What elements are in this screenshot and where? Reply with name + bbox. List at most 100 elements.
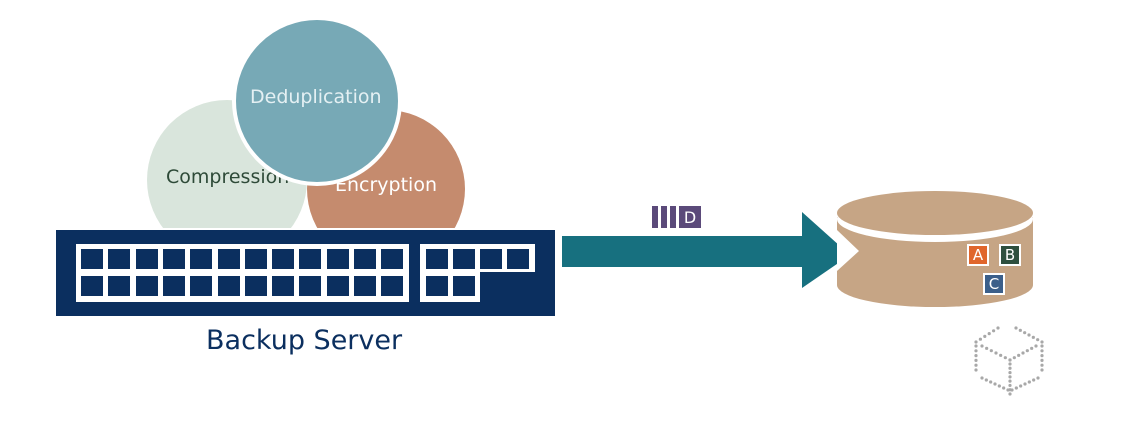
uplink-notch: [480, 272, 535, 302]
server-port: [190, 249, 213, 269]
server-port: [299, 249, 322, 269]
server-port: [381, 276, 404, 296]
cube-dot: [994, 351, 998, 355]
cube-dot: [974, 344, 978, 348]
cube-dot: [1032, 378, 1036, 382]
cube-dot: [1027, 333, 1031, 337]
storage-block-a: A: [967, 244, 989, 266]
uplink-port: [507, 249, 529, 269]
cube-dot: [992, 329, 996, 333]
cube-dot: [1036, 376, 1040, 380]
cube-dot: [1008, 358, 1012, 362]
cube-dot: [1023, 331, 1027, 335]
server-port: [272, 249, 295, 269]
cube-dot: [1040, 363, 1044, 367]
cube-dot: [974, 340, 978, 344]
server-port: [162, 276, 185, 296]
cube-dot: [1036, 338, 1040, 342]
cube-dot: [1014, 386, 1018, 390]
server-port: [326, 249, 349, 269]
cube-dot: [974, 358, 978, 362]
cube-dot: [1012, 356, 1016, 360]
cube-dot: [1040, 358, 1044, 362]
cube-dot: [999, 353, 1003, 357]
cube-dot: [978, 337, 982, 341]
server-port: [354, 249, 376, 269]
backup-server-label: Backup Server: [206, 325, 403, 356]
cube-dot: [1040, 349, 1044, 353]
server-port: [81, 276, 103, 296]
server-port: [108, 249, 131, 269]
cube-dot: [1040, 340, 1044, 344]
cube-dot: [993, 382, 997, 386]
cube-dot: [980, 344, 984, 348]
server-port: [381, 249, 404, 269]
cube-dot: [1014, 326, 1018, 330]
packet-bar: [670, 206, 676, 228]
server-port: [299, 276, 322, 296]
compression-label: Compression: [166, 166, 290, 188]
uplink-port: [480, 249, 502, 269]
backup-server-icon: [56, 230, 555, 316]
cube-dot: [996, 326, 1000, 330]
deduplication-circle: Deduplication: [232, 16, 402, 186]
cube-dot: [1008, 375, 1012, 379]
encryption-label: Encryption: [335, 174, 438, 196]
cube-dot: [1008, 379, 1012, 383]
server-port: [135, 249, 158, 269]
cube-dot: [1027, 380, 1031, 384]
uplink-port: [453, 249, 475, 269]
cube-dot: [974, 349, 978, 353]
cube-dot: [1021, 351, 1025, 355]
uplink-port: [426, 276, 448, 296]
cube-dot: [989, 380, 993, 384]
cube-dot: [1008, 366, 1012, 370]
disk-top: [837, 191, 1033, 235]
transfer-arrow-icon: [562, 212, 850, 288]
cube-dot: [1006, 388, 1010, 392]
cube-dot: [1025, 349, 1029, 353]
server-port: [272, 276, 295, 296]
cube-dot: [984, 378, 988, 382]
arrow-shape: [562, 212, 850, 288]
uplink-port: [453, 276, 475, 296]
server-port: [354, 276, 376, 296]
cube-dot: [974, 363, 978, 367]
cube-dot: [1002, 386, 1006, 390]
cube-dot: [980, 376, 984, 380]
cube-dot: [1031, 335, 1035, 339]
dotted-cube-icon: [974, 326, 1044, 396]
uplink-port-panel: [420, 244, 535, 302]
cube-dot: [974, 368, 978, 372]
server-port: [135, 276, 158, 296]
cube-dot: [1019, 384, 1023, 388]
cube-dot: [1008, 362, 1012, 366]
server-port: [244, 276, 267, 296]
cube-dot: [1040, 344, 1044, 348]
cube-dot: [1008, 392, 1012, 396]
main-port-panel: [76, 244, 409, 302]
server-port: [190, 276, 213, 296]
cube-dot: [1008, 370, 1012, 375]
uplink-port: [426, 249, 448, 269]
server-port: [326, 276, 349, 296]
disk-notch: [837, 230, 859, 271]
server-port: [217, 249, 240, 269]
cube-dot: [989, 349, 993, 353]
server-port: [108, 276, 131, 296]
cube-dot: [1030, 346, 1034, 350]
cube-dot: [1023, 382, 1027, 386]
cube-dot: [983, 334, 987, 338]
cube-dot: [1017, 353, 1021, 357]
data-packet-icon: D: [652, 206, 701, 228]
cube-dot: [1003, 356, 1007, 360]
cube-dot: [997, 384, 1001, 388]
server-port: [244, 249, 267, 269]
cube-dot: [1034, 344, 1038, 348]
packet-letter: D: [679, 206, 701, 228]
storage-block-c: C: [983, 273, 1005, 295]
cube-dot: [1018, 328, 1022, 332]
server-port: [162, 249, 185, 269]
cube-dot: [1040, 368, 1044, 372]
cube-dot: [1010, 388, 1014, 392]
